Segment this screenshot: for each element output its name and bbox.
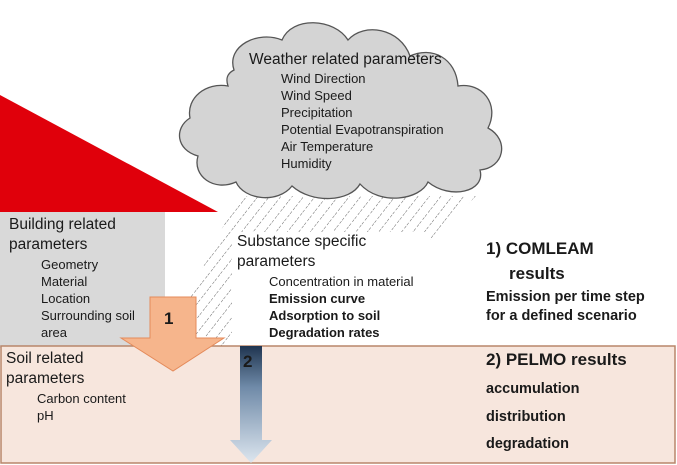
- building-roof: [0, 95, 218, 212]
- comleam-desc: Emission per time step for a defined sce…: [486, 288, 645, 326]
- comleam-desc-line2: for a defined scenario: [486, 308, 637, 324]
- comleam-results-label: results: [509, 264, 565, 283]
- substance-title-line1: Substance specific: [237, 233, 367, 250]
- building-item: Material: [41, 274, 88, 289]
- arrow-1: [119, 296, 226, 372]
- building-title-line2: parameters: [9, 236, 88, 253]
- arrow-2: [230, 346, 272, 463]
- substance-item: Degradation rates: [269, 325, 380, 340]
- building-item: Location: [41, 291, 91, 306]
- arrow-2-label: 2: [243, 352, 253, 371]
- comleam-title: 1) COMLEAM: [486, 239, 594, 258]
- weather-item: Air Temperature: [281, 139, 374, 154]
- building-list: Geometry Material Location Surrounding s…: [41, 256, 135, 341]
- arrow-1-label: 1: [164, 309, 174, 328]
- pelmo-title: 2) PELMO results: [486, 350, 627, 369]
- soil-box: [0, 345, 676, 464]
- building-item: Surrounding soil: [41, 308, 135, 323]
- pelmo-item: degradation: [486, 436, 569, 452]
- building-title: Building related parameters: [9, 215, 116, 255]
- soil-title-line2: parameters: [6, 370, 85, 387]
- comleam-desc-line1: Emission per time step: [486, 289, 645, 305]
- soil-item: pH: [37, 408, 54, 423]
- weather-item: Wind Speed: [281, 88, 352, 103]
- weather-title: Weather related parameters: [249, 51, 442, 68]
- building-item: Geometry: [41, 257, 99, 272]
- weather-cloud: [179, 22, 503, 200]
- weather-item: Humidity: [281, 156, 332, 171]
- soil-item: Carbon content: [37, 391, 126, 406]
- substance-item: Concentration in material: [269, 274, 414, 289]
- soil-title-line1: Soil related: [6, 350, 84, 367]
- substance-item: Adsorption to soil: [269, 308, 381, 323]
- building-item: area: [41, 325, 68, 340]
- pelmo-item: accumulation: [486, 381, 580, 397]
- pelmo-item: distribution: [486, 409, 566, 425]
- substance-item: Emission curve: [269, 291, 366, 306]
- substance-list: Concentration in material Emission curve…: [269, 273, 414, 341]
- weather-item: Precipitation: [281, 105, 353, 120]
- weather-item: Potential Evapotranspiration: [281, 122, 444, 137]
- soil-title: Soil related parameters: [6, 349, 84, 389]
- soil-list: Carbon content pH: [37, 390, 126, 424]
- substance-title: Substance specific parameters: [237, 232, 366, 272]
- weather-item: Wind Direction: [281, 71, 366, 86]
- substance-text-backing: [232, 232, 430, 347]
- building-wall: [0, 212, 165, 348]
- substance-title-line2: parameters: [237, 253, 316, 270]
- weather-list: Wind Direction Wind Speed Precipitation …: [281, 70, 444, 172]
- building-title-line1: Building related: [9, 216, 116, 233]
